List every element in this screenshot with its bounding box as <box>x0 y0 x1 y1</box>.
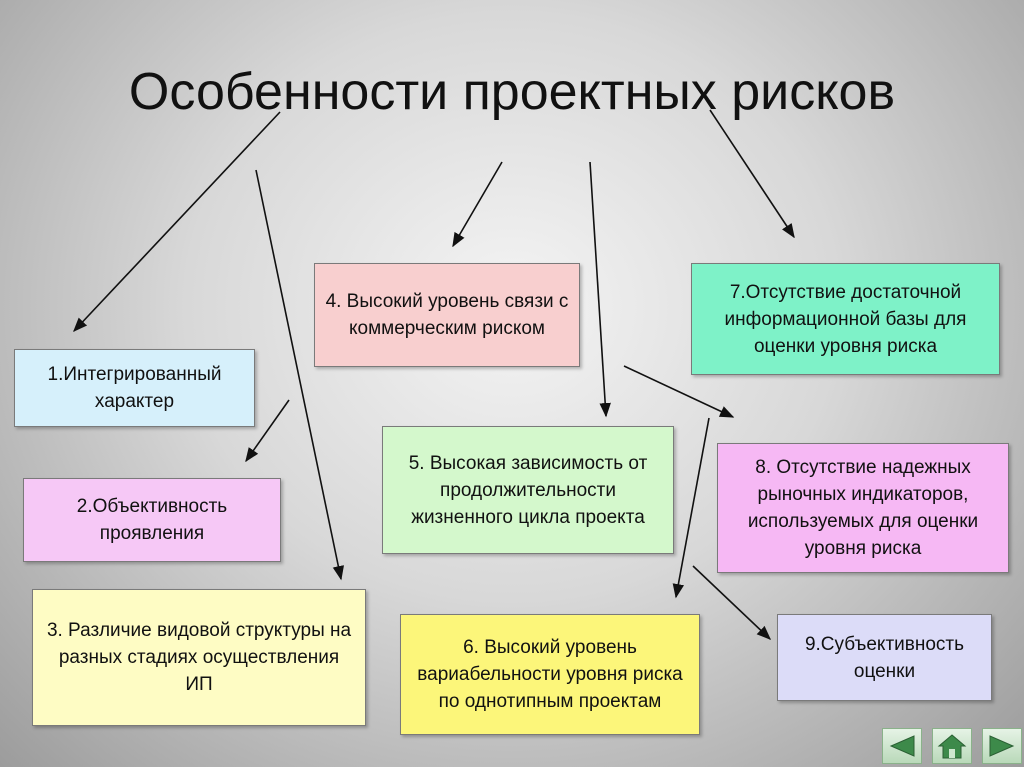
box-1-text: 1.Интегрированный характер <box>47 364 222 412</box>
house-icon <box>937 734 967 759</box>
box-3-text: 3. Различие видовой структуры на разных … <box>46 620 352 695</box>
arrow-to-box-7 <box>709 109 795 239</box>
box-lifecycle: 5. Высокая зависимость от продолжительно… <box>382 426 674 554</box>
box-objectivity: 2.Объективность проявления <box>23 478 281 562</box>
arrow-to-box-2 <box>245 399 290 463</box>
box-2-text: 2.Объективность проявления <box>76 496 228 544</box>
arrow-to-box-6 <box>672 417 710 599</box>
arrow-to-box-8 <box>623 365 735 418</box>
box-integrated: 1.Интегрированный характер <box>14 349 255 427</box>
triangle-left-icon <box>889 735 915 757</box>
box-commercial-risk: 4. Высокий уровень связи с коммерческим … <box>314 263 580 367</box>
arrow-to-box-1 <box>73 111 281 333</box>
box-structure-stages: 3. Различие видовой структуры на разных … <box>32 589 366 726</box>
box-7-text: 7.Отсутствие достаточной информационной … <box>724 281 967 357</box>
box-variability: 6. Высокий уровень вариабельности уровня… <box>400 614 700 735</box>
prev-slide-button[interactable] <box>882 728 922 764</box>
next-slide-button[interactable] <box>982 728 1022 764</box>
triangle-right-icon <box>989 735 1015 757</box>
box-6-text: 6. Высокий уровень вариабельности уровня… <box>417 637 683 712</box>
box-subjectivity: 9.Субъективность оценки <box>777 614 992 701</box>
box-4-text: 4. Высокий уровень связи с коммерческим … <box>325 291 569 339</box>
box-market-indicators: 8. Отсутствие надежных рыночных индикато… <box>717 443 1009 573</box>
arrow-to-box-3 <box>255 169 345 581</box>
arrow-to-box-5 <box>589 161 611 418</box>
arrow-to-box-4 <box>452 161 503 248</box>
box-5-text: 5. Высокая зависимость от продолжительно… <box>408 452 648 528</box>
home-slide-button[interactable] <box>932 728 972 764</box>
box-9-text: 9.Субъективность оценки <box>804 633 965 682</box>
box-information-base: 7.Отсутствие достаточной информационной … <box>691 263 1000 375</box>
arrow-to-box-9 <box>692 565 772 640</box>
box-8-text: 8. Отсутствие надежных рыночных индикато… <box>747 457 979 559</box>
slide-title: Особенности проектных рисков <box>128 63 896 121</box>
